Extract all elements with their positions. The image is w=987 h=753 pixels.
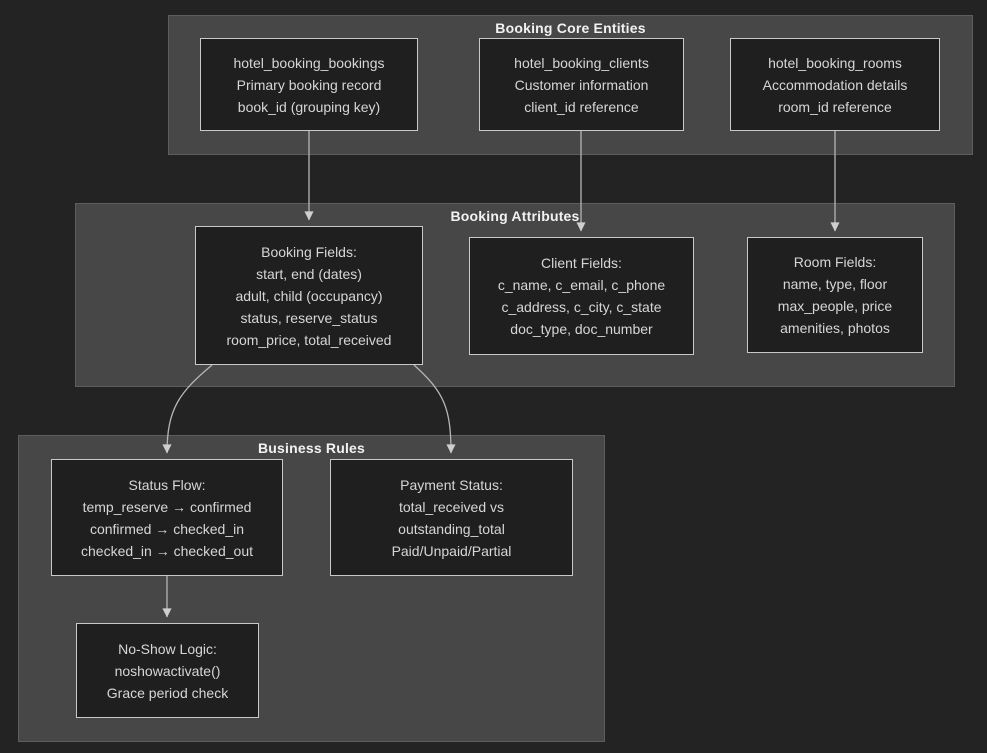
node-line: Status Flow:	[128, 476, 206, 493]
node-line: outstanding_total	[398, 520, 505, 537]
cluster-title-booking-core-entities: Booking Core Entities	[495, 20, 646, 36]
node-line: checked_in → checked_out	[81, 542, 253, 559]
node-line: Booking Fields:	[261, 243, 357, 260]
node-line: hotel_booking_rooms	[768, 54, 902, 71]
node-line: c_name, c_email, c_phone	[497, 277, 666, 293]
node-line: confirmed → checked_in	[89, 520, 245, 537]
node-client-fields: Client Fields: c_name, c_email, c_phone …	[469, 237, 694, 355]
cluster-title-business-rules: Business Rules	[257, 440, 366, 456]
node-line: Primary booking record	[236, 76, 382, 93]
node-status-flow: Status Flow: temp_reserve → confirmed co…	[51, 459, 283, 576]
node-line: Room Fields:	[793, 254, 877, 270]
node-line: Client Fields:	[541, 255, 622, 271]
node-line: client_id reference	[524, 98, 639, 115]
cluster-title-booking-attributes: Booking Attributes	[450, 208, 580, 224]
node-line: Grace period check	[106, 684, 229, 701]
node-hotel-booking-rooms: hotel_booking_rooms Accommodation detail…	[730, 38, 940, 131]
node-line: book_id (grouping key)	[237, 98, 381, 115]
node-line: Payment Status:	[400, 476, 503, 493]
node-line: status, reserve_status	[240, 309, 378, 326]
node-line: adult, child (occupancy)	[235, 287, 383, 304]
node-line: noshowactivate()	[114, 662, 221, 679]
node-hotel-booking-clients: hotel_booking_clients Customer informati…	[479, 38, 684, 131]
node-line: start, end (dates)	[256, 265, 362, 282]
node-line: c_address, c_city, c_state	[501, 299, 662, 315]
node-line: Customer information	[514, 76, 649, 93]
node-line: No-Show Logic:	[118, 640, 217, 657]
node-line: Accommodation details	[762, 76, 908, 93]
node-line: room_price, total_received	[226, 331, 392, 348]
node-no-show-logic: No-Show Logic: noshowactivate() Grace pe…	[76, 623, 259, 718]
node-room-fields: Room Fields: name, type, floor max_peopl…	[747, 237, 923, 353]
node-line: total_received vs	[398, 498, 505, 515]
node-line: room_id reference	[778, 98, 892, 115]
node-line: name, type, floor	[782, 276, 888, 292]
node-line: temp_reserve → confirmed	[82, 498, 252, 515]
node-line: max_people, price	[777, 298, 893, 314]
node-payment-status: Payment Status: total_received vs outsta…	[330, 459, 573, 576]
node-booking-fields: Booking Fields: start, end (dates) adult…	[195, 226, 423, 365]
node-line: Paid/Unpaid/Partial	[391, 542, 512, 559]
node-hotel-booking-bookings: hotel_booking_bookings Primary booking r…	[200, 38, 418, 131]
node-line: amenities, photos	[780, 320, 890, 336]
node-line: hotel_booking_bookings	[233, 54, 385, 71]
node-line: hotel_booking_clients	[514, 54, 649, 71]
node-line: doc_type, doc_number	[510, 321, 653, 337]
